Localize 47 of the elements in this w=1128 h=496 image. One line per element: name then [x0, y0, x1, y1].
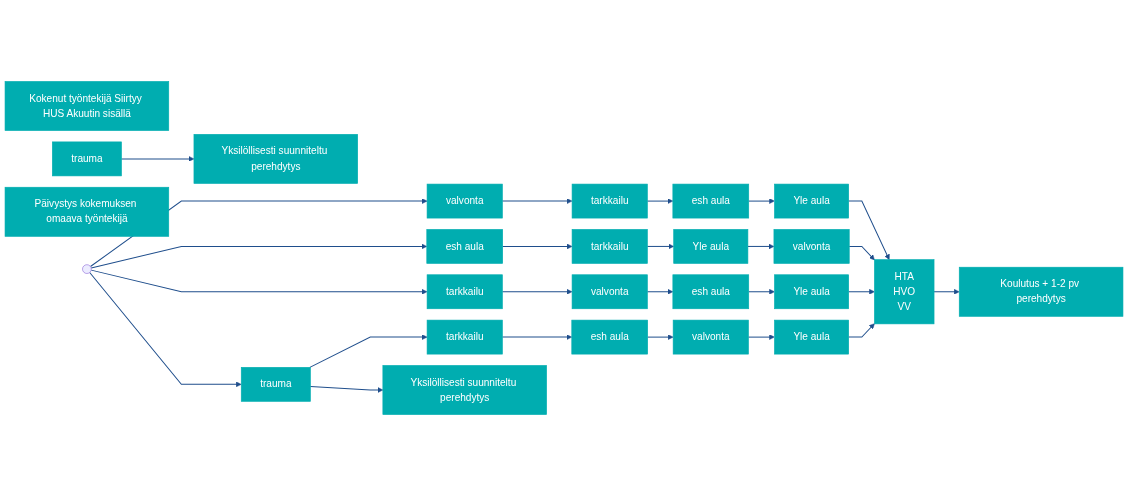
process-box: trauma	[52, 141, 122, 177]
arrow	[501, 198, 573, 204]
process-box: tarkkailu	[426, 274, 503, 310]
arrow	[848, 245, 875, 261]
process-box: Koulutus + 1-2 pv perehdytys	[958, 266, 1124, 317]
arrow	[90, 243, 428, 269]
arrow	[748, 289, 775, 295]
process-box: tarkkailu	[426, 319, 503, 355]
arrow	[646, 289, 674, 295]
arrow	[848, 323, 875, 338]
process-box: esh aula	[426, 229, 503, 264]
process-box: Yksilöllisesti suunniteltu perehdytys	[382, 365, 547, 415]
arrow	[309, 385, 384, 393]
arrow	[848, 289, 875, 295]
process-box: Kokenut työntekijä Siirtyy HUS Akuutin sisällä	[4, 81, 170, 131]
arrow	[646, 243, 674, 250]
arrow	[502, 243, 573, 250]
arrow	[747, 334, 775, 340]
process-box: Päivystys kokemuksen omaava työntekijä	[4, 186, 170, 237]
process-box: Yle aula	[673, 229, 749, 264]
process-box: valvonta	[571, 274, 648, 310]
process-box: trauma	[240, 367, 311, 402]
arrow	[748, 198, 775, 204]
process-box: valvonta	[672, 319, 749, 355]
process-box: Yksilöllisesti suunniteltu perehdytys	[193, 134, 358, 184]
process-box: valvonta	[426, 183, 503, 219]
arrow	[120, 156, 195, 162]
arrow	[933, 289, 960, 295]
process-box: esh aula	[672, 183, 750, 219]
arrow	[747, 243, 775, 250]
process-box: HTA HVO VV	[874, 259, 935, 325]
arrow	[647, 334, 674, 340]
process-box: tarkkailu	[571, 183, 648, 219]
arrow	[309, 334, 428, 368]
process-box: esh aula	[571, 319, 648, 355]
arrow	[501, 334, 573, 340]
process-box: tarkkailu	[571, 229, 648, 264]
arrow	[848, 200, 890, 260]
process-box: Yle aula	[774, 319, 849, 355]
arrow	[501, 289, 573, 295]
process-box: esh aula	[672, 274, 750, 310]
process-box: Yle aula	[774, 274, 849, 310]
arrow	[89, 272, 242, 388]
process-box: valvonta	[773, 229, 850, 264]
process-box: Yle aula	[774, 183, 849, 219]
arrow	[646, 198, 674, 204]
arrow	[90, 269, 428, 295]
